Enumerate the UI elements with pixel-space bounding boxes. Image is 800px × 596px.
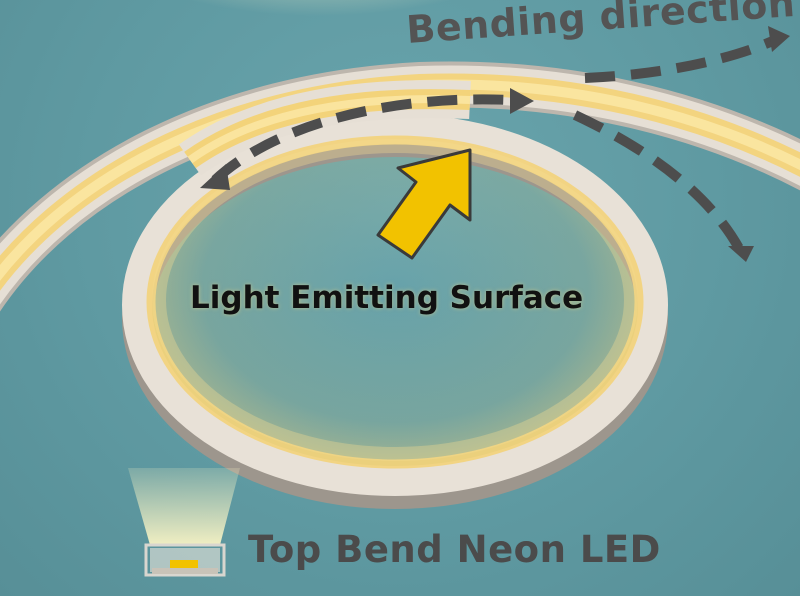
light-surface-label: Light Emitting Surface	[190, 280, 583, 316]
product-title: Top Bend Neon LED	[248, 528, 661, 571]
arrowhead-down-icon	[728, 246, 754, 262]
arrowhead-upright-icon	[768, 26, 790, 52]
led-profile-icon	[128, 468, 240, 575]
